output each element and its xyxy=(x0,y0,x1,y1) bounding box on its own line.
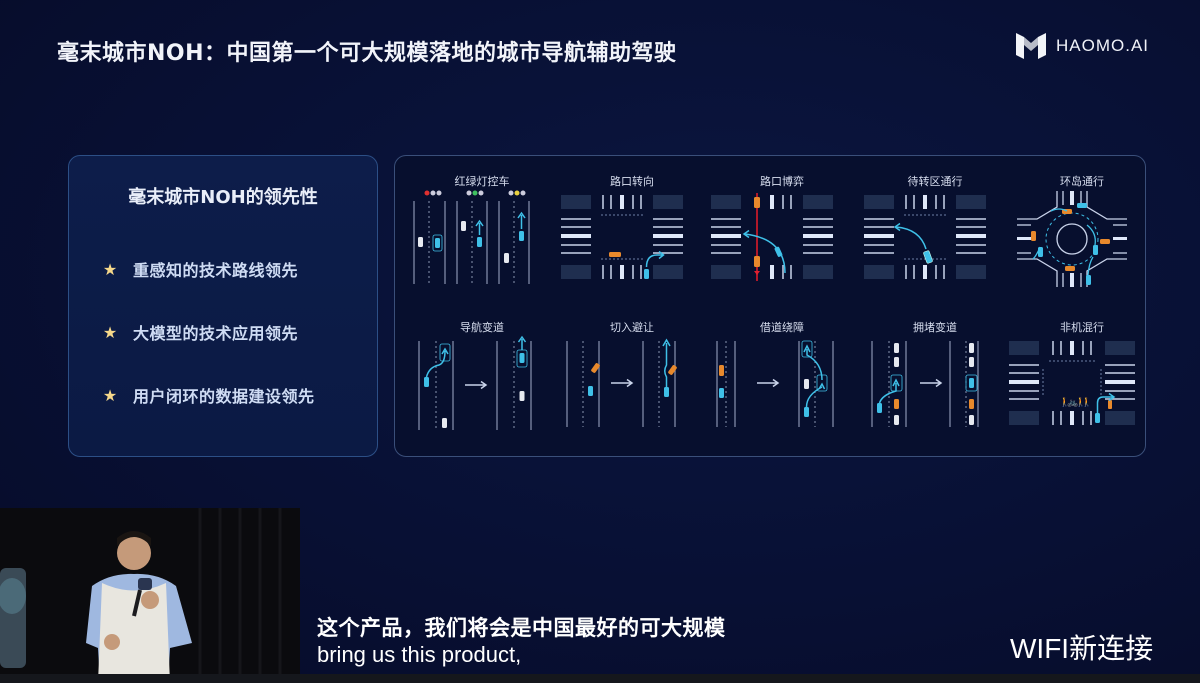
waiting-zone-diagram xyxy=(864,195,986,279)
scenario-label: 借道绕障 xyxy=(760,321,804,334)
leadership-card-title: 毫末城市NOH的领先性 xyxy=(128,187,318,208)
watermark-text: WIFI新连接 xyxy=(1010,633,1154,664)
star-icon: ★ xyxy=(102,259,118,279)
congestion-lane-change-diagram xyxy=(871,341,979,427)
bullet-text: 用户闭环的数据建设领先 xyxy=(133,387,315,406)
svg-text:🚶: 🚶 xyxy=(1075,396,1086,408)
svg-text:🚶: 🚶 xyxy=(1081,396,1092,408)
scenario-label: 路口博弈 xyxy=(760,175,804,188)
scenario-lane-borrow: 借道绕障 xyxy=(707,319,857,449)
bullet-item: ★ 用户闭环的数据建设领先 xyxy=(101,383,315,407)
speaker-video xyxy=(0,508,300,683)
subtitle-chinese: 这个产品，我们将会是中国最好的可大规模 xyxy=(317,616,726,640)
bullet-item: ★ 大模型的技术应用领先 xyxy=(101,320,298,344)
haomo-m-logo-icon xyxy=(1016,33,1046,59)
traffic-light-control-diagram xyxy=(413,190,530,284)
star-icon: ★ xyxy=(102,385,118,405)
scenarios-card: 红绿灯控车 xyxy=(394,155,1146,457)
star-icon: ★ xyxy=(102,322,118,342)
speaker-figure xyxy=(0,508,300,683)
svg-text:🚶: 🚶 xyxy=(1059,396,1070,408)
mixed-traffic-diagram: 🚶🚲 🚶🚶 xyxy=(1009,341,1135,425)
scenario-label: 待转区通行 xyxy=(907,175,963,188)
cut-in-avoidance-diagram xyxy=(566,338,677,427)
roundabout-diagram xyxy=(1017,191,1127,287)
navigation-lane-change-diagram xyxy=(418,335,532,430)
bullet-text: 重感知的技术路线领先 xyxy=(133,261,299,280)
slide-title: 毫末城市NOH：中国第一个可大规模落地的城市导航辅助驾驶 xyxy=(57,41,677,66)
bullet-item: ★ 重感知的技术路线领先 xyxy=(101,257,298,281)
scenario-label: 导航变道 xyxy=(460,321,504,334)
svg-text:🚲: 🚲 xyxy=(1067,398,1078,408)
scenario-label: 环岛通行 xyxy=(1060,175,1104,188)
bullet-text: 大模型的技术应用领先 xyxy=(133,324,299,343)
scenario-label: 非机混行 xyxy=(1060,321,1104,334)
logo-text: HAOMO.AI xyxy=(1056,36,1150,55)
scenario-label: 切入避让 xyxy=(610,321,654,334)
scenario-label: 路口转向 xyxy=(610,175,654,188)
scenario-label: 拥堵变道 xyxy=(913,321,957,334)
leadership-card: 毫末城市NOH的领先性 ★ 重感知的技术路线领先 ★ 大模型的技术应用领先 ★ … xyxy=(68,155,378,457)
scenario-cut-in-avoidance: 切入避让 xyxy=(557,319,707,449)
subtitle-english: bring us this product, xyxy=(317,642,522,667)
scenario-waiting-zone: 待转区通行 xyxy=(860,173,1010,303)
scenario-intersection-turn: 路口转向 xyxy=(557,173,707,303)
scenario-traffic-light: 红绿灯控车 xyxy=(407,173,557,303)
scenario-mixed-traffic: 非机混行 🚶🚲 🚶🚶 xyxy=(1007,319,1157,449)
scenario-roundabout: 环岛通行 xyxy=(1007,173,1157,303)
intersection-negotiation-diagram xyxy=(711,193,833,281)
scenario-congestion-lane-change: 拥堵变道 xyxy=(860,319,1010,449)
intersection-turn-diagram xyxy=(561,195,683,279)
scenario-label: 红绿灯控车 xyxy=(454,175,510,188)
scenario-intersection-negotiation: 路口博弈 xyxy=(707,173,857,303)
haomo-logo: HAOMO.AI xyxy=(1014,31,1149,61)
lane-borrow-obstacle-diagram xyxy=(716,340,834,427)
bottom-bar xyxy=(0,674,1200,683)
scenario-navigation-lane-change: 导航变道 xyxy=(407,319,557,449)
